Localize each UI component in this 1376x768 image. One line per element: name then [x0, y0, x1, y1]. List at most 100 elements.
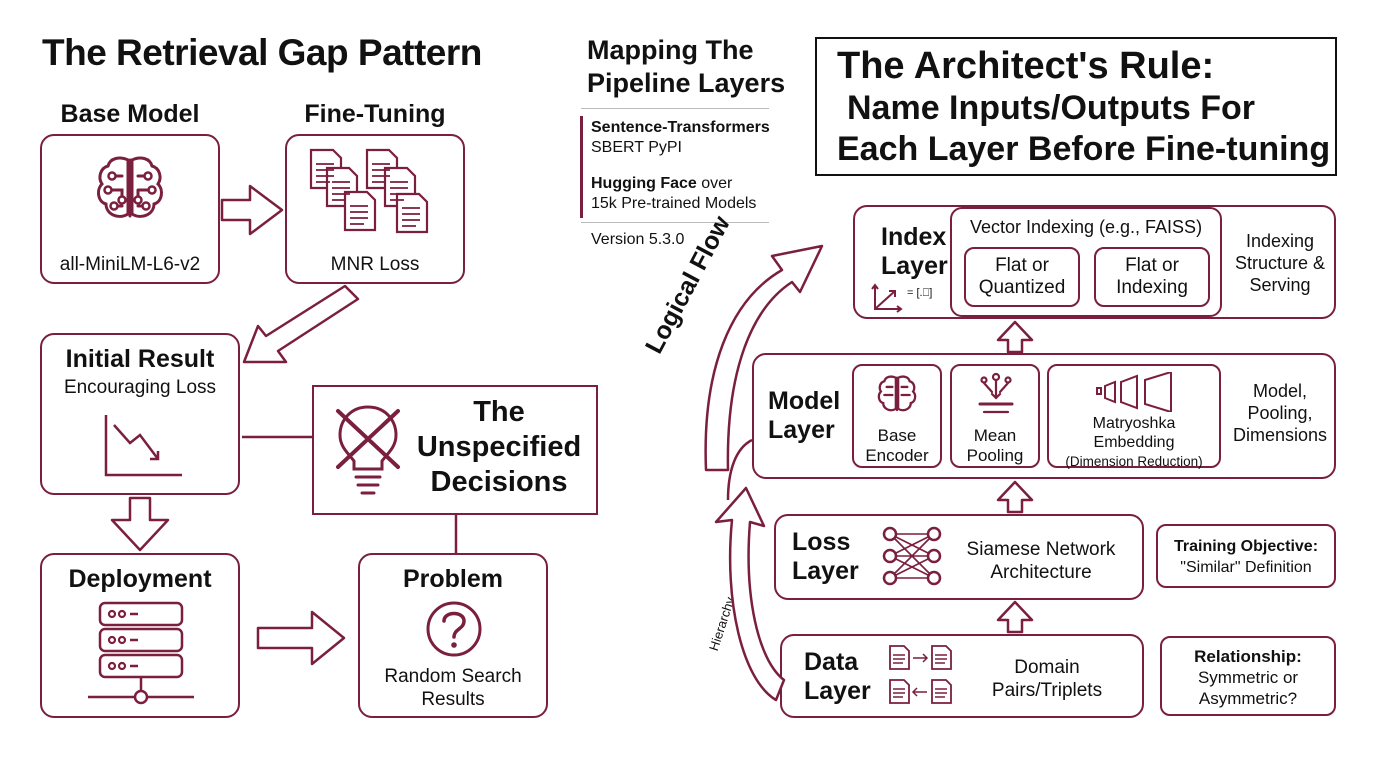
mean-pooling-line1: Mean: [973, 426, 1017, 445]
arrow-data-to-loss: [996, 600, 1034, 634]
index-note-line1: Indexing: [1245, 231, 1315, 251]
hierarchy-arrow: [714, 486, 786, 702]
base-model-box: all-MiniLM-L6-v2: [40, 134, 220, 284]
server-stack-icon: [88, 601, 194, 705]
sbert-line2: SBERT PyPI: [591, 139, 682, 156]
line-model-flow: [726, 438, 753, 501]
data-layer-name1: Data: [804, 648, 859, 676]
arrow-model-to-index: [996, 320, 1034, 354]
matryoshka-line3: (Dimension Reduction): [1065, 454, 1203, 469]
relationship-line3: Asymmetric?: [1198, 689, 1298, 708]
brain-icon: [97, 156, 163, 218]
index-layer-name1: Index: [881, 223, 947, 251]
opt2-line1: Flat or: [1125, 255, 1179, 276]
opt1-line1: Flat or: [995, 255, 1049, 276]
siamese-network-icon: [882, 526, 942, 586]
problem-header: Problem: [402, 565, 504, 593]
loss-layer-name2: Layer: [792, 557, 859, 585]
loss-layer-box: Loss Layer Siamese Network Architecture: [774, 514, 1144, 600]
siamese-line1: Siamese Network: [966, 539, 1116, 560]
initial-result-label: Encouraging Loss: [63, 377, 217, 398]
index-layer-name2: Layer: [881, 252, 948, 280]
opt1-line2: Quantized: [978, 277, 1066, 298]
retrieval-gap-title: The Retrieval Gap Pattern: [42, 32, 482, 73]
matryoshka-card: Matryoshka Embedding (Dimension Reductio…: [1047, 364, 1221, 469]
model-layer-name2: Layer: [768, 416, 835, 444]
training-objective-callout: Training Objective: "Similar" Definition: [1156, 524, 1336, 588]
architect-rule-box: The Architect's Rule: Name Inputs/Output…: [815, 37, 1337, 176]
base-encoder-card: Base Encoder: [852, 364, 942, 468]
deployment-box: Deployment: [40, 553, 240, 718]
base-encoder-line1: Base: [877, 426, 917, 445]
model-note-line1: Model,: [1252, 381, 1308, 401]
brain-icon-small: [877, 375, 917, 412]
arrow-loss-to-model: [996, 480, 1034, 514]
relationship-callout: Relationship: Symmetric or Asymmetric?: [1160, 636, 1336, 716]
document-pairs-icon: [889, 645, 952, 704]
crossed-lightbulb-icon: [336, 405, 400, 495]
faiss-box: Vector Indexing (e.g., FAISS) Flat or Qu…: [950, 207, 1222, 317]
rule-line1: The Architect's Rule:: [837, 45, 1215, 87]
rule-line2: Name Inputs/Outputs For: [847, 89, 1255, 127]
version-label: Version 5.3.0: [591, 231, 685, 248]
pooling-icon: [978, 372, 1014, 414]
problem-line2: Results: [421, 689, 485, 710]
fine-tuning-label: MNR Loss: [330, 254, 420, 275]
arrow-result-to-deploy: [110, 496, 170, 552]
documents-icon: [309, 148, 429, 234]
model-layer-box: Model Layer: [752, 353, 1336, 479]
matryoshka-line1: Matryoshka: [1092, 415, 1176, 432]
fine-tuning-header: Fine-Tuning: [304, 100, 446, 128]
flat-indexing-option: Flat or Indexing: [1094, 247, 1210, 307]
hugging-face-bold: Hugging Face: [591, 175, 697, 192]
arrow-deploy-to-problem: [256, 610, 346, 666]
hugging-face-rest: over: [696, 175, 733, 192]
relationship-line2: Symmetric or: [1197, 668, 1299, 687]
middle-accent-bar: [580, 116, 583, 218]
base-model-label: all-MiniLM-L6-v2: [59, 254, 201, 275]
unspecified-line2: Unspecified: [416, 431, 582, 463]
index-note-line2: Structure &: [1234, 253, 1326, 273]
middle-rule-top: [581, 108, 769, 109]
relationship-line1: Relationship:: [1194, 647, 1302, 666]
sbert-line1: Sentence-Transformers: [591, 119, 770, 136]
matryoshka-icon: [1096, 372, 1172, 412]
arrow-base-to-finetune: [220, 184, 284, 236]
loss-chart-icon: [104, 415, 182, 477]
unspecified-decisions-box: The Unspecified Decisions: [312, 385, 598, 515]
mapping-title-line2: Pipeline Layers: [587, 68, 786, 98]
model-note-line3: Dimensions: [1232, 425, 1328, 445]
domain-line2: Pairs/Triplets: [991, 680, 1103, 701]
data-layer-box: Data Layer Domain Pairs/Triplets: [780, 634, 1144, 718]
models-count-line: 15k Pre-trained Models: [591, 195, 757, 212]
hierarchy-label: Hierarchy: [706, 595, 738, 653]
unspecified-line3: Decisions: [430, 466, 568, 498]
initial-result-box: Initial Result Encouraging Loss: [40, 333, 240, 495]
mean-pooling-card: Mean Pooling: [950, 364, 1040, 468]
model-layer-name1: Model: [768, 387, 841, 415]
initial-result-header: Initial Result: [65, 345, 215, 373]
middle-rule-bottom: [581, 222, 769, 223]
problem-line1: Random Search: [384, 666, 522, 687]
training-objective-line2: "Similar" Definition: [1180, 559, 1312, 576]
loss-layer-name1: Loss: [792, 528, 851, 556]
base-model-header: Base Model: [60, 100, 200, 128]
mapping-title-line1: Mapping The: [587, 35, 754, 65]
question-mark-icon: [426, 601, 482, 657]
deployment-header: Deployment: [68, 565, 212, 593]
domain-line1: Domain: [1014, 657, 1080, 678]
mean-pooling-line2: Pooling: [966, 446, 1024, 465]
fine-tuning-box: MNR Loss: [285, 134, 465, 284]
unspecified-line1: The: [473, 396, 525, 428]
base-encoder-line2: Encoder: [865, 446, 929, 465]
faiss-caption: Vector Indexing (e.g., FAISS): [969, 217, 1203, 237]
flat-quantized-option: Flat or Quantized: [964, 247, 1080, 307]
problem-box: Problem Random Search Results: [358, 553, 548, 718]
siamese-line2: Architecture: [990, 562, 1092, 583]
data-layer-name2: Layer: [804, 677, 871, 705]
matryoshka-line2: Embedding: [1093, 434, 1175, 451]
vector-axes-icon: [871, 283, 903, 313]
index-note-line3: Serving: [1249, 275, 1311, 295]
opt2-line2: Indexing: [1116, 277, 1188, 298]
model-note-line2: Pooling,: [1247, 403, 1313, 423]
